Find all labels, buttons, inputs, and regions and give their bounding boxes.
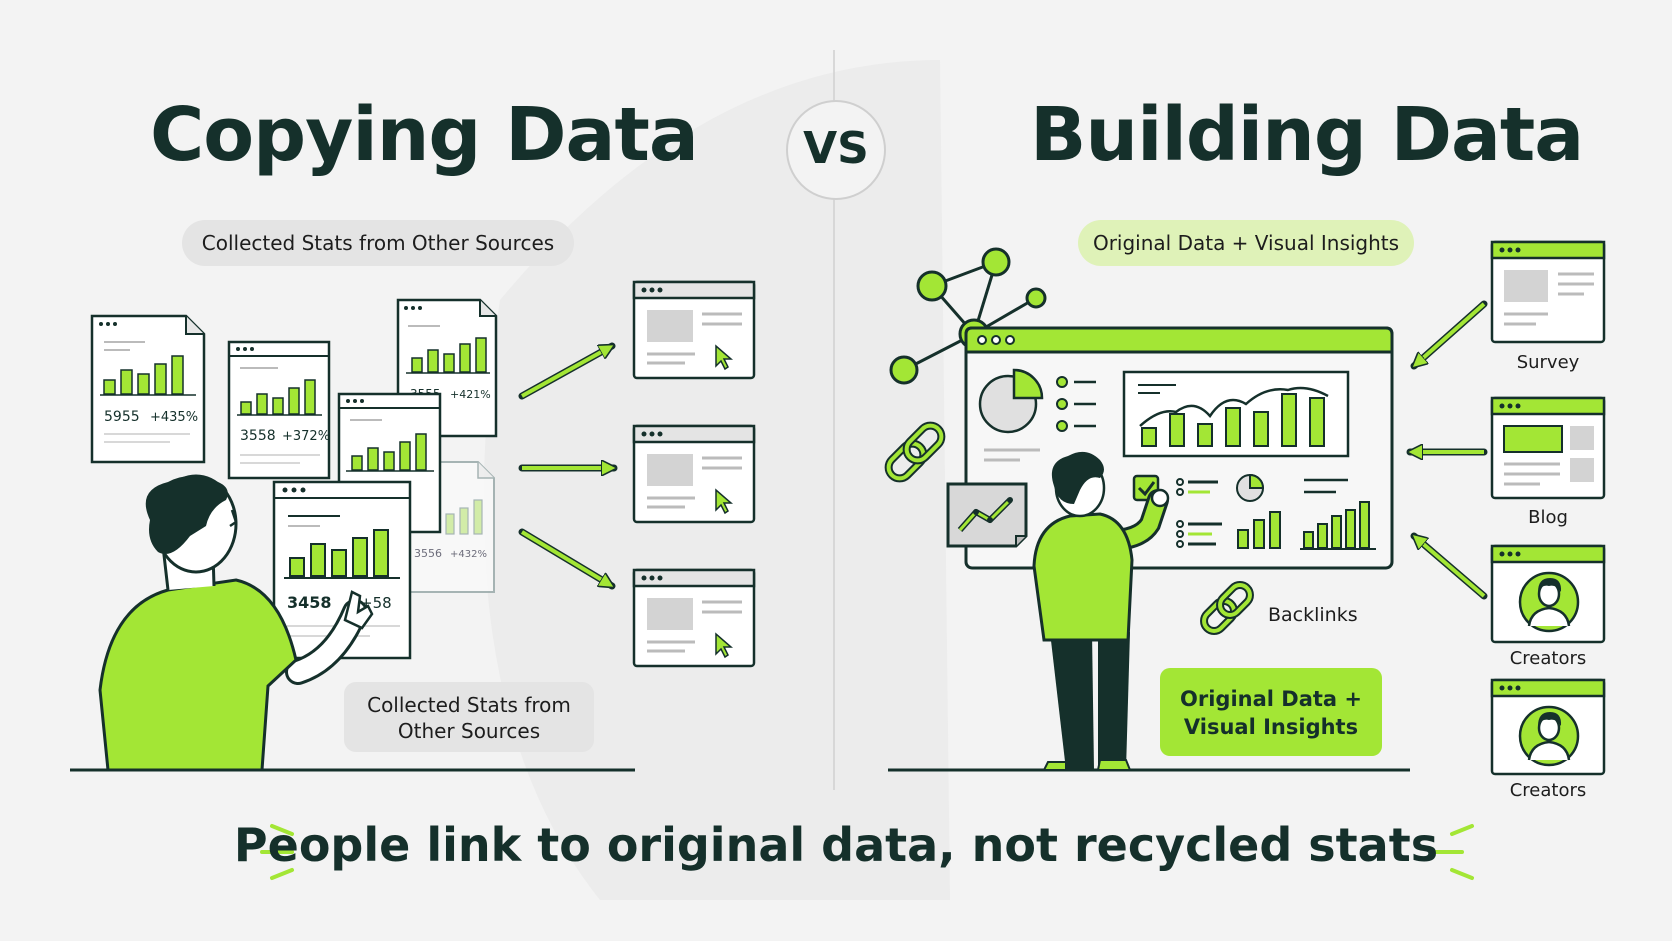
doc-2-change: +372% bbox=[282, 429, 330, 444]
doc-4-change: +432% bbox=[450, 549, 487, 560]
chain-link-icon bbox=[884, 421, 946, 483]
doc-card-1: 5955 +435% bbox=[90, 314, 206, 464]
right-tag-pill: Original Data + Visual Insights bbox=[1078, 220, 1414, 266]
backlinks-label: Backlinks bbox=[1268, 604, 1358, 626]
creator-window-icon-2 bbox=[1490, 678, 1606, 776]
mini-bar-chart-1 bbox=[1237, 511, 1281, 549]
doc-1-change: +435% bbox=[150, 410, 198, 425]
browser-window-3 bbox=[632, 568, 756, 668]
left-note-box: Collected Stats from Other Sources bbox=[344, 682, 594, 752]
doc-4-value: 3556 bbox=[414, 547, 442, 560]
small-pie-icon bbox=[1236, 473, 1265, 502]
creator-window-icon-1 bbox=[1490, 544, 1606, 644]
trend-card-icon bbox=[946, 482, 1028, 548]
right-title: Building Data bbox=[1030, 92, 1584, 178]
mini-bar-chart-2 bbox=[1300, 501, 1376, 550]
sparkle-right-icon bbox=[1430, 824, 1474, 880]
dashboard-window bbox=[964, 326, 1394, 570]
person-building bbox=[1032, 451, 1170, 771]
left-tag-pill: Collected Stats from Other Sources bbox=[182, 220, 574, 266]
cursor-icon bbox=[715, 632, 734, 659]
browser-window-1 bbox=[632, 280, 756, 380]
left-title: Copying Data bbox=[150, 92, 699, 178]
doc-card-2: 3558 +372% bbox=[227, 340, 331, 480]
doc-1-value: 5955 bbox=[104, 409, 140, 425]
vs-badge: VS bbox=[786, 100, 886, 200]
doc-2-value: 3558 bbox=[240, 428, 276, 444]
pie-chart-icon bbox=[978, 368, 1044, 434]
blog-window-icon bbox=[1490, 396, 1606, 500]
source-label-creators-1: Creators bbox=[1509, 648, 1587, 669]
doc-3-change: +421% bbox=[450, 388, 491, 401]
cursor-icon bbox=[715, 488, 734, 515]
original-data-badge: Original Data + Visual Insights bbox=[1160, 668, 1382, 756]
backlinks-chain-icon bbox=[1200, 581, 1254, 635]
dashboard-bar-chart bbox=[1122, 370, 1350, 458]
arrow-down-right-icon bbox=[520, 530, 612, 586]
source-label-survey: Survey bbox=[1516, 352, 1580, 373]
doc-card-front: 3458 +58 bbox=[272, 480, 412, 660]
sparkle-left-icon bbox=[260, 824, 294, 880]
source-label-creators-2: Creators bbox=[1509, 780, 1587, 801]
browser-window-2 bbox=[632, 424, 756, 524]
person-copying bbox=[98, 474, 374, 772]
doc-front-value: 3458 bbox=[287, 593, 332, 612]
cursor-icon bbox=[715, 344, 734, 371]
arrow-from-creators-icon bbox=[1414, 536, 1486, 598]
survey-window-icon bbox=[1490, 240, 1606, 344]
footer-tagline: People link to original data, not recycl… bbox=[233, 818, 1439, 872]
source-label-blog: Blog bbox=[1528, 507, 1568, 528]
arrow-from-survey-icon bbox=[1414, 302, 1486, 366]
arrow-up-right-icon bbox=[521, 346, 612, 398]
